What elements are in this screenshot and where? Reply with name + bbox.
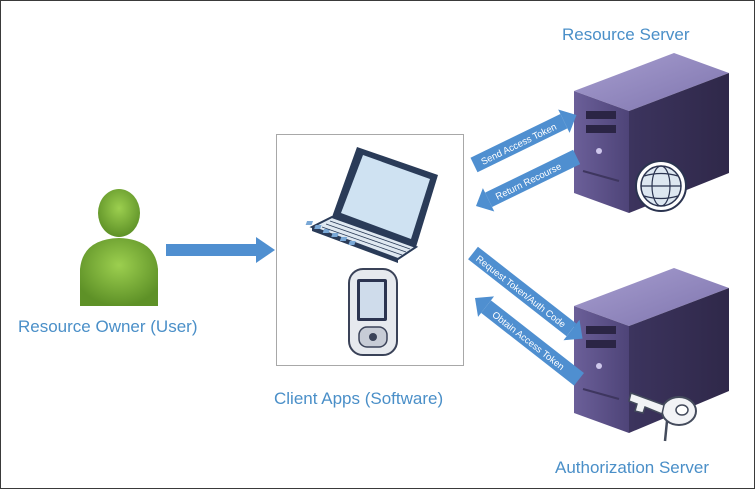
laptop-icon bbox=[305, 147, 438, 263]
user-icon bbox=[80, 189, 158, 306]
client-apps-label: Client Apps (Software) bbox=[274, 389, 444, 408]
key-icon bbox=[628, 392, 697, 442]
resource-server-label: Resource Server bbox=[562, 25, 690, 44]
request-token-label: Request Token/Auth Code bbox=[473, 254, 567, 331]
mobile-device-icon bbox=[348, 268, 398, 356]
resource-owner-label: Resource Owner (User) bbox=[18, 317, 198, 336]
owner-to-client-arrow bbox=[166, 237, 275, 263]
authorization-server-label: Authorization Server bbox=[555, 458, 710, 477]
globe-icon bbox=[635, 160, 687, 212]
authorization-server-icon bbox=[574, 268, 729, 433]
send-access-token-label: Send Access Token bbox=[479, 122, 558, 168]
return-resource-label: Return Recourse bbox=[494, 161, 563, 202]
